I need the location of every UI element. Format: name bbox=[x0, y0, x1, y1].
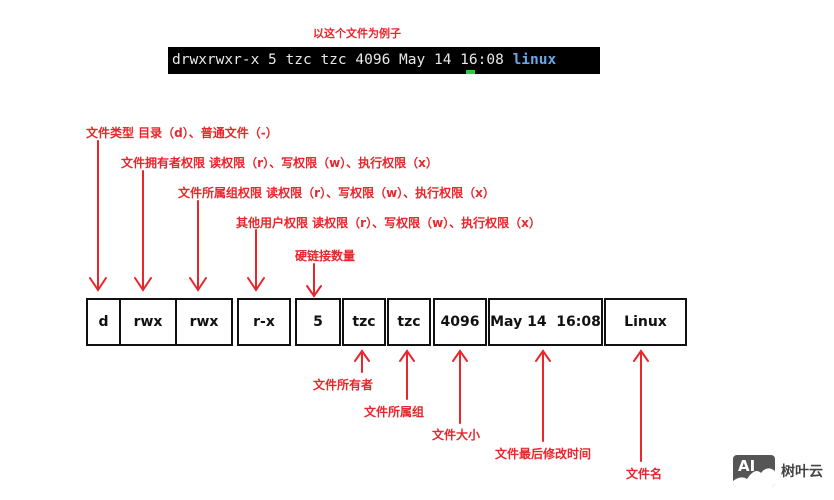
label-group: 文件所属组 bbox=[364, 405, 425, 419]
arrow-hard-links bbox=[306, 263, 322, 298]
label-hard-links: 硬链接数量 bbox=[295, 249, 356, 263]
term-owner: tzc bbox=[285, 52, 312, 68]
label-other-perms: 其他用户权限 读权限（r）、写权限（w）、执行权限（x） bbox=[236, 216, 541, 230]
term-date: May 14 bbox=[399, 52, 452, 68]
label-file-type: 文件类型 目录（d）、普通文件（-） bbox=[86, 126, 278, 140]
term-name: linux bbox=[512, 52, 557, 68]
term-group: tzc bbox=[320, 52, 347, 68]
label-size: 文件大小 bbox=[432, 428, 481, 442]
arrow-mtime bbox=[535, 349, 551, 442]
label-owner: 文件所有者 bbox=[313, 378, 374, 392]
arrow-owner bbox=[354, 349, 370, 373]
term-time: 16:08 bbox=[460, 52, 504, 68]
cursor bbox=[466, 70, 475, 74]
label-group-perms: 文件所属组权限 读权限（r）、写权限（w）、执行权限（x） bbox=[178, 186, 495, 200]
ls-line: drwxrwxr-x 5 tzc tzc 4096 May 14 16:08 l… bbox=[172, 52, 556, 68]
cell-group: tzc bbox=[387, 298, 431, 346]
label-owner-perms: 文件拥有者权限 读权限（r）、写权限（w）、执行权限（x） bbox=[121, 156, 438, 170]
watermark-logo: AI 树叶云 bbox=[733, 455, 823, 487]
cell-size: 4096 bbox=[433, 298, 487, 346]
cell-other-perms: r-x bbox=[237, 298, 291, 346]
cell-name: Linux bbox=[604, 298, 687, 346]
cell-group-perms: rwx bbox=[177, 298, 233, 346]
watermark-text: 树叶云 bbox=[781, 464, 823, 480]
arrow-group bbox=[399, 349, 415, 400]
terminal-output: drwxrwxr-x 5 tzc tzc 4096 May 14 16:08 l… bbox=[168, 47, 600, 74]
term-links: 5 bbox=[268, 52, 277, 68]
term-size: 4096 bbox=[355, 52, 391, 68]
cell-owner: tzc bbox=[342, 298, 386, 346]
cell-owner-perms: rwx bbox=[121, 298, 177, 346]
arrow-file-type bbox=[89, 140, 107, 292]
cell-mtime: May 14 16:08 bbox=[488, 298, 603, 346]
cell-type: d bbox=[86, 298, 121, 346]
label-mtime: 文件最后修改时间 bbox=[495, 447, 592, 461]
title: 以这个文件为例子 bbox=[313, 27, 401, 40]
arrow-filename bbox=[633, 349, 649, 462]
label-filename: 文件名 bbox=[626, 467, 663, 481]
arrow-group-perms bbox=[189, 200, 207, 292]
ai-image-icon: AI bbox=[733, 455, 775, 487]
arrow-other-perms bbox=[247, 229, 265, 292]
arrow-size bbox=[452, 349, 468, 424]
arrow-owner-perms bbox=[134, 170, 152, 292]
cell-links: 5 bbox=[295, 298, 341, 346]
term-perms: drwxrwxr-x bbox=[172, 52, 260, 68]
